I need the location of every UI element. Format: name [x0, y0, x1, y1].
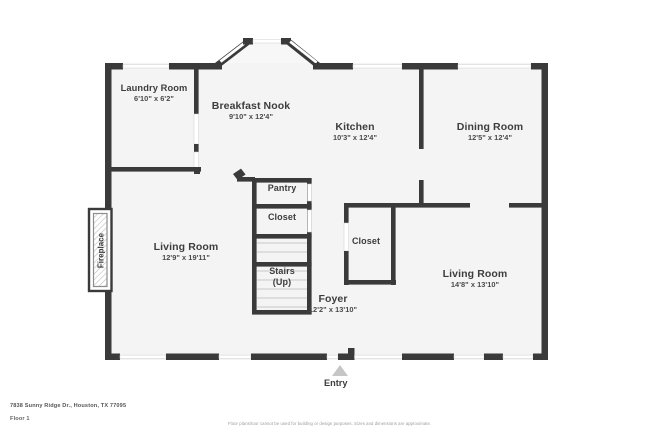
interior-walls [105, 63, 548, 315]
triangle-up-icon [332, 365, 348, 376]
property-address: 7838 Sunny Ridge Dr., Houston, TX 77095 [10, 403, 127, 409]
exterior-walls [105, 38, 548, 360]
fireplace-structure [87, 207, 113, 293]
entry-label: Entry [324, 378, 348, 388]
fireplace-label: Fireplace [96, 232, 106, 269]
floor-label: Floor 1 [10, 416, 30, 422]
floor-fill [111, 40, 548, 360]
disclaimer-text: Floor plans/tour cannot be used for buil… [228, 421, 432, 426]
